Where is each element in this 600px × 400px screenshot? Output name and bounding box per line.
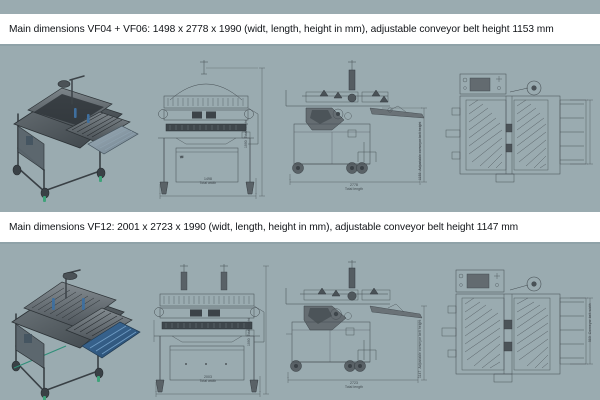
front-view-drawing-vf12 [153,264,269,397]
heading-divider-2 [0,242,600,244]
front-view-drawing: VF [158,60,265,199]
side-length-dimension: 2778 Total length [344,183,364,192]
front-height-dimension-vf12: 1990Total height [247,318,251,346]
section-heading-band-1: Main dimensions VF04 + VF06: 1498 x 2778… [0,14,600,44]
front-width-dimension: 1498 Total width [199,176,217,185]
side-view-vf04-vf06: 2778 Total length 1153Adjustable conveyo… [272,52,436,204]
front-height-dimension: 1990Total height [244,120,248,148]
top-view-vf04-vf06 [440,52,598,204]
svg-text:VF: VF [180,155,184,159]
page-title-vf12: Main dimensions VF12: 2001 x 2723 x 1990… [9,221,519,233]
top-view-drawing-vf12 [441,269,593,383]
side-view-drawing [285,60,427,185]
machine-3d-render-vf12-icon [4,250,142,400]
side-belt-height-dimension-vf12: 1147Adjustable conveyor belt height [418,319,422,378]
section-vf04-vf06: VF [0,52,600,204]
top-view-drawing [445,73,593,183]
render-view-vf04-vf06 [4,52,142,204]
side-belt-height-dimension: 1153Adjustable conveyor belt height [418,121,422,180]
machine-3d-render-icon [4,52,142,204]
conveyor-belt-width-dimension-vf12: 580Conveyor belt width [588,303,592,342]
side-view-vf12: 2723 Total length 1147Adjustable conveyo… [272,250,436,400]
heading-divider-1 [0,44,600,46]
section-vf12: 2003 Total width 1990Total height [0,250,600,400]
page-title-vf04-vf06: Main dimensions VF04 + VF06: 1498 x 2778… [9,23,554,35]
front-width-dimension-vf12: 2003 Total width [199,374,217,383]
front-view-vf12: 2003 Total width 1990Total height [146,250,270,400]
top-view-vf12: 580Conveyor belt width [440,250,598,400]
side-length-dimension-vf12: 2723 Total length [344,381,364,390]
front-view-vf04-vf06: VF [146,52,270,204]
render-view-vf12 [4,250,142,400]
section-heading-band-2: Main dimensions VF12: 2001 x 2723 x 1990… [0,212,600,242]
side-view-drawing-vf12 [285,260,427,383]
